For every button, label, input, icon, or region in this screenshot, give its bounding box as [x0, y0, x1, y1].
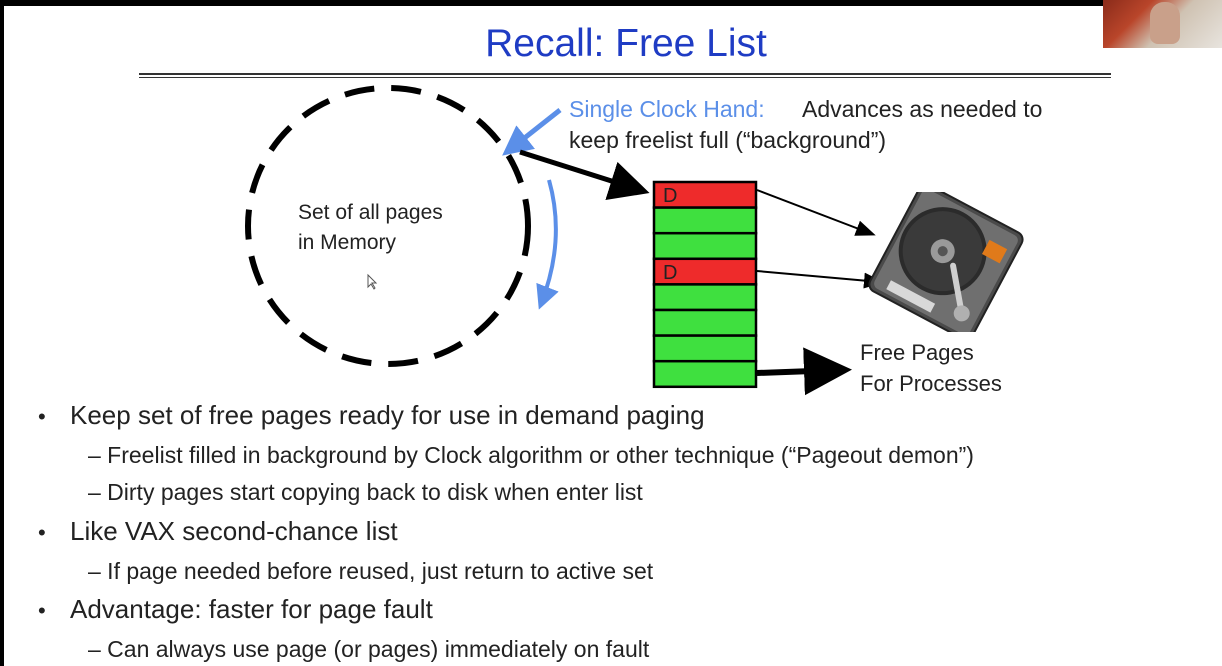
freelist-slot-clean	[652, 206, 758, 235]
memory-label-line2: in Memory	[298, 231, 397, 254]
dirty-page-arrow-1	[756, 189, 876, 236]
sub-bullet-1-1: – Freelist filled in background by Clock…	[88, 442, 974, 468]
sub-bullet-2-1: – If page needed before reused, just ret…	[88, 558, 654, 584]
sub-bullet-1-2: – Dirty pages start copying back to disk…	[88, 479, 643, 505]
freelist-slot-clean	[652, 334, 758, 363]
title-rule-top	[139, 73, 1111, 75]
presenter-video	[1150, 2, 1180, 44]
clock-hand-label: Single Clock Hand:	[569, 96, 765, 122]
free-pages-arrow	[756, 347, 852, 396]
freelist-slot-clean	[652, 231, 758, 261]
sub-bullet-3-1: – Can always use page (or pages) immedia…	[88, 636, 650, 662]
window-left-border	[0, 0, 4, 666]
hard-drive-icon	[868, 192, 1024, 332]
slide-title: Recall: Free List	[485, 22, 767, 65]
bullet-dot-1: •	[38, 404, 46, 429]
dirty-flag-label: D	[663, 262, 677, 284]
cursor-icon	[367, 273, 378, 290]
memory-pages-circle	[245, 85, 531, 367]
dirty-page-arrow-2	[756, 270, 884, 289]
dirty-flag-label: D	[663, 185, 677, 207]
bullet-dot-2: •	[38, 520, 46, 545]
freelist-slot-clean	[652, 308, 758, 337]
window-top-border	[0, 0, 1222, 6]
bullet-2: Like VAX second-chance list	[70, 516, 398, 546]
memory-label-line1: Set of all pages	[298, 201, 443, 224]
free-pages-label-line2: For Processes	[860, 371, 1002, 396]
bullet-1: Keep set of free pages ready for use in …	[70, 400, 705, 430]
freelist-slot-dirty	[652, 257, 758, 286]
freelist-slot-clean	[652, 359, 758, 389]
title-rule-bottom	[139, 77, 1111, 78]
bullet-dot-3: •	[38, 598, 46, 623]
clock-hand-pointer-arrow	[502, 108, 562, 156]
bullet-3: Advantage: faster for page fault	[70, 594, 433, 624]
clock-hand-desc-line1: Advances as needed to	[802, 96, 1043, 122]
freelist-stack: DD	[652, 180, 758, 389]
freelist-slot-clean	[652, 283, 758, 312]
clock-rotation-arrow	[536, 179, 559, 310]
free-pages-label-line1: Free Pages	[860, 340, 974, 365]
clock-hand-desc-line2: keep freelist full (“background”)	[569, 127, 887, 153]
clock-hand-arrow	[519, 149, 650, 201]
